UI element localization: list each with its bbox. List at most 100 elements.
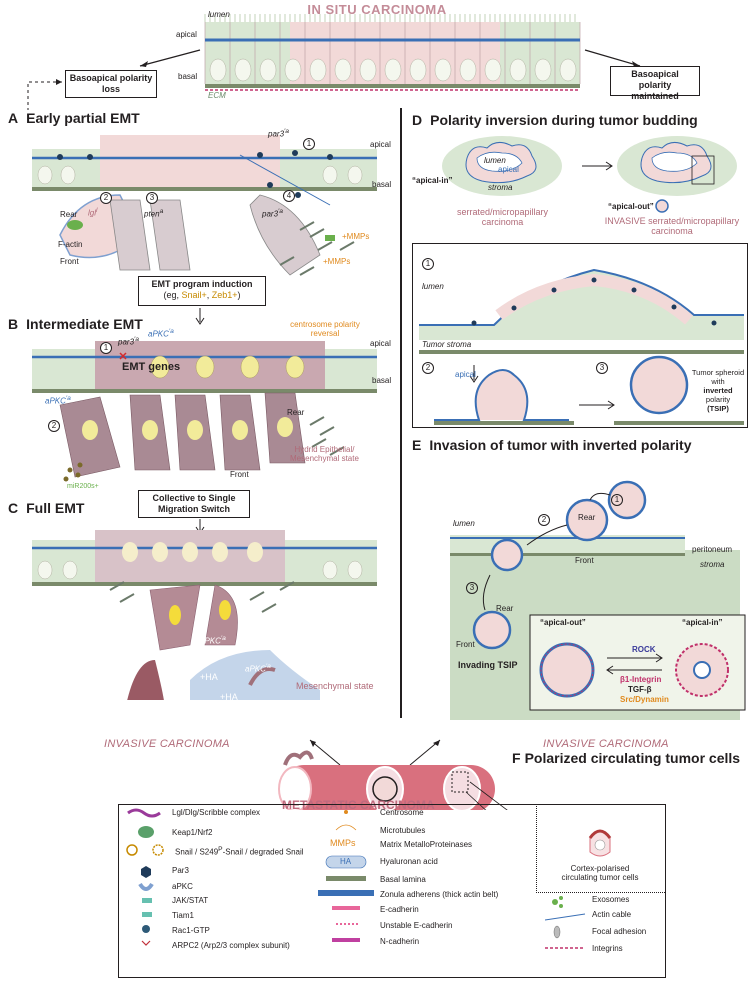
section-f-title: Polarized circulating tumor cells (524, 750, 741, 766)
b-emt-genes-label: EMT genes (122, 361, 181, 373)
d-step-1: 1 (422, 258, 434, 270)
section-f-letter: F (512, 750, 521, 766)
a-basal-label: basal (372, 180, 392, 189)
legend-ncad: N-cadherin (380, 937, 420, 946)
legend-ecad: E-cadherin (380, 905, 419, 914)
legend-snail: Snail / S249P-Snail / degraded Snail (175, 846, 304, 857)
b-step-1: 1 (100, 342, 112, 354)
a-step-4: 4 (283, 190, 295, 202)
e-peritoneum-label: peritoneum (692, 545, 733, 554)
section-b-title: Intermediate EMT (26, 316, 143, 332)
e-rear-label: Rear (578, 513, 596, 522)
metastatic-carcinoma-caption: METASTATIC CARCINOMA (282, 798, 435, 812)
b-apkc2-label: aPKC′a (45, 395, 71, 406)
apical-label: apical (176, 30, 197, 39)
legend-tiam1: Tiam1 (172, 911, 194, 920)
invasive-carcinoma-left: INVASIVE CARCINOMA (104, 738, 230, 750)
ecm-label: ECM (208, 91, 226, 100)
e-integrin-label: β1-Integrin (620, 675, 662, 684)
a-step-1: 1 (303, 138, 315, 150)
polarity-maintained-box: Basoapical polarity maintained (610, 66, 700, 101)
legend-mmps-icon: MMPs (330, 838, 356, 848)
vertical-divider (400, 108, 402, 718)
legend-unstable-ecad: Unstable E-cadherin (380, 921, 453, 930)
e-rock-label: ROCK (632, 645, 656, 654)
legend-zonula: Zonula adherens (thick actin belt) (380, 890, 499, 899)
legend-actin: Actin cable (592, 910, 632, 919)
e-tgfb-label: TGF-β (628, 685, 652, 694)
a-front-label: Front (60, 257, 79, 266)
emt-induction-box: EMT program induction (eg, Snail+, Zeb1+… (138, 276, 266, 306)
b-step-2: 2 (48, 420, 60, 432)
e-front2-label: Front (456, 640, 475, 649)
ctc-cell-icon (588, 829, 612, 857)
section-c-title: Full EMT (26, 500, 85, 516)
c-ha2-label: +HA (220, 692, 238, 702)
invasive-carcinoma-right: INVASIVE CARCINOMA (543, 738, 669, 750)
d-lumen2-label: lumen (422, 282, 444, 291)
legend-inset (536, 804, 665, 893)
section-c-heading: C Full EMT (8, 500, 84, 516)
e-apical-out-label: “apical-out” (540, 618, 586, 627)
e-step-1: 1 (611, 494, 623, 506)
a-step-3: 3 (146, 192, 158, 204)
a-rear-label: Rear (60, 210, 78, 219)
e-step-3: 3 (466, 582, 478, 594)
e-stroma-label: stroma (700, 560, 725, 569)
b-par3-label: par3′a (118, 336, 139, 347)
legend-arpc2: ARPC2 (Arp2/3 complex subunit) (172, 941, 290, 950)
section-e-heading: E Invasion of tumor with inverted polarit… (412, 437, 691, 453)
legend-integrins: Integrins (592, 944, 623, 953)
d-apical2-label: apical (455, 370, 476, 379)
legend-rac1: Rac1-GTP (172, 926, 210, 935)
d-step-2: 2 (422, 362, 434, 374)
in-situ-title: IN SITU CARCINOMA (307, 2, 447, 17)
c-mesenchymal-label: Mesenchymal state (296, 681, 374, 691)
section-f-diagram (278, 739, 508, 810)
b-apical-label: apical (370, 339, 391, 348)
basal-label: basal (178, 72, 198, 81)
section-e-title: Invasion of tumor with inverted polarity (429, 437, 692, 453)
e-lumen-label: lumen (453, 519, 475, 528)
a-factin-label: F-actin (58, 240, 83, 249)
b-mir-label: miR200s+ (67, 483, 99, 490)
polarity-loss-box: Basoapical polarity loss (65, 70, 157, 98)
d-apical-in-label: “apical-in” (412, 176, 453, 185)
d-stroma-label: stroma (488, 183, 513, 192)
legend-ha-icon: HA (340, 857, 352, 866)
a-apical-label: apical (370, 140, 391, 149)
a-par3b-label: par3′a (262, 208, 283, 219)
section-d-overview (442, 136, 737, 213)
legend-ha: Hyaluronan acid (380, 857, 438, 866)
d-apical-out-label: “apical-out” (608, 202, 654, 211)
legend-focal: Focal adhesion (592, 927, 647, 936)
section-e-letter: E (412, 437, 422, 453)
section-b-heading: B Intermediate EMT (8, 316, 143, 332)
a-mmps-1: +MMPs (342, 232, 370, 241)
a-mmps-2: +MMPs (323, 257, 351, 266)
legend-box (118, 804, 666, 978)
legend-exosomes: Exosomes (592, 895, 630, 904)
legend-par3: Par3 (172, 866, 189, 875)
legend-col2-icons (318, 810, 374, 942)
e-src-label: Src/Dynamin (620, 695, 669, 704)
e-rear2-label: Rear (496, 604, 514, 613)
b-apkc-label: aPKC′a (148, 328, 174, 339)
legend-col3-icons (545, 896, 586, 949)
section-b-diagram (32, 341, 377, 482)
section-d-title: Polarity inversion during tumor budding (430, 112, 698, 128)
section-b-letter: B (8, 316, 19, 332)
section-c-letter: C (8, 500, 19, 516)
d-tumor-stroma-label: Tumor stroma (422, 340, 472, 349)
c-apkc2-label: aPKC′a (245, 663, 271, 674)
d-inset-frame (412, 243, 748, 428)
c-ha1-label: +HA (200, 672, 218, 682)
legend-col1-icons (126, 808, 164, 946)
